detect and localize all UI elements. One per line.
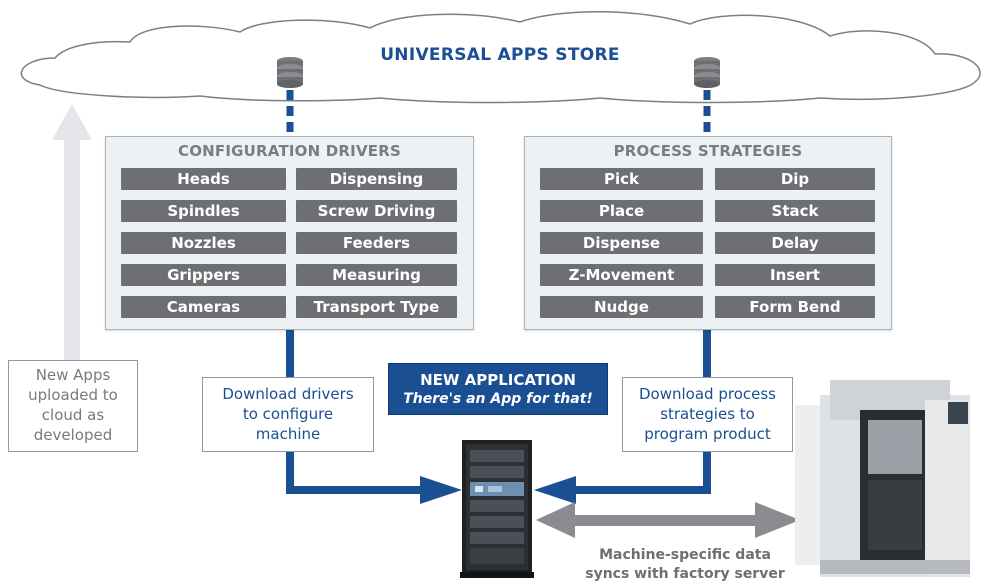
sync-caption-line: Machine-specific data [599, 547, 771, 563]
drivers-note-line: Download drivers [222, 385, 354, 403]
driver-chip-screw-driving[interactable]: Screw Driving [296, 200, 457, 222]
strategy-chip-dip[interactable]: Dip [715, 168, 875, 190]
strategy-chip-stack[interactable]: Stack [715, 200, 875, 222]
driver-chip-feeders[interactable]: Feeders [296, 232, 457, 254]
new-application-title: NEW APPLICATION [420, 371, 576, 389]
upload-note-line: cloud as [41, 406, 105, 424]
driver-chip-grippers[interactable]: Grippers [121, 264, 286, 286]
database-icon [277, 57, 303, 88]
strategy-chip-z-movement[interactable]: Z-Movement [540, 264, 703, 286]
upload-note-line: New Apps [35, 366, 111, 384]
driver-chip-cameras[interactable]: Cameras [121, 296, 286, 318]
server-rack-icon [460, 440, 534, 578]
strategy-chip-dispense[interactable]: Dispense [540, 232, 703, 254]
strategy-chip-form-bend[interactable]: Form Bend [715, 296, 875, 318]
process-note-line: program product [644, 425, 771, 443]
upload-arrow [52, 104, 92, 360]
upload-note-line: developed [33, 426, 113, 444]
database-icon [694, 57, 720, 88]
drivers-note-line: to configure [242, 405, 334, 423]
cloud-title: UNIVERSAL APPS STORE [380, 45, 620, 65]
sync-caption: Machine-specific data syncs with factory… [560, 546, 810, 584]
new-application-tagline: There's an App for that! [403, 391, 593, 407]
driver-chip-heads[interactable]: Heads [121, 168, 286, 190]
drivers-note-line: machine [255, 425, 321, 443]
strategy-chip-place[interactable]: Place [540, 200, 703, 222]
driver-chip-transport-type[interactable]: Transport Type [296, 296, 457, 318]
panel-title: CONFIGURATION DRIVERS [178, 142, 401, 160]
sync-arrow [536, 502, 800, 538]
strategy-chip-delay[interactable]: Delay [715, 232, 875, 254]
upload-note: New Apps uploaded to cloud as developed [8, 360, 138, 452]
strategy-chip-pick[interactable]: Pick [540, 168, 703, 190]
driver-chip-nozzles[interactable]: Nozzles [121, 232, 286, 254]
process-strategies-panel: PROCESS STRATEGIES Pick Dip Place Stack … [524, 136, 892, 330]
configuration-drivers-panel: CONFIGURATION DRIVERS Heads Dispensing S… [105, 136, 474, 330]
strategy-chip-insert[interactable]: Insert [715, 264, 875, 286]
panel-title: PROCESS STRATEGIES [613, 142, 803, 160]
assembly-machine-icon [795, 380, 970, 577]
driver-chip-spindles[interactable]: Spindles [121, 200, 286, 222]
new-application-box: NEW APPLICATION There's an App for that! [388, 363, 608, 415]
upload-note-line: uploaded to [28, 386, 118, 404]
download-drivers-note: Download drivers to configure machine [202, 377, 374, 452]
download-process-note: Download process strategies to program p… [622, 377, 793, 452]
strategy-chip-nudge[interactable]: Nudge [540, 296, 703, 318]
process-note-line: strategies to [660, 405, 755, 423]
cloud-shape [20, 11, 981, 104]
sync-caption-line: syncs with factory server [585, 566, 785, 582]
driver-chip-dispensing[interactable]: Dispensing [296, 168, 457, 190]
process-note-line: Download process [639, 385, 776, 403]
driver-chip-measuring[interactable]: Measuring [296, 264, 457, 286]
